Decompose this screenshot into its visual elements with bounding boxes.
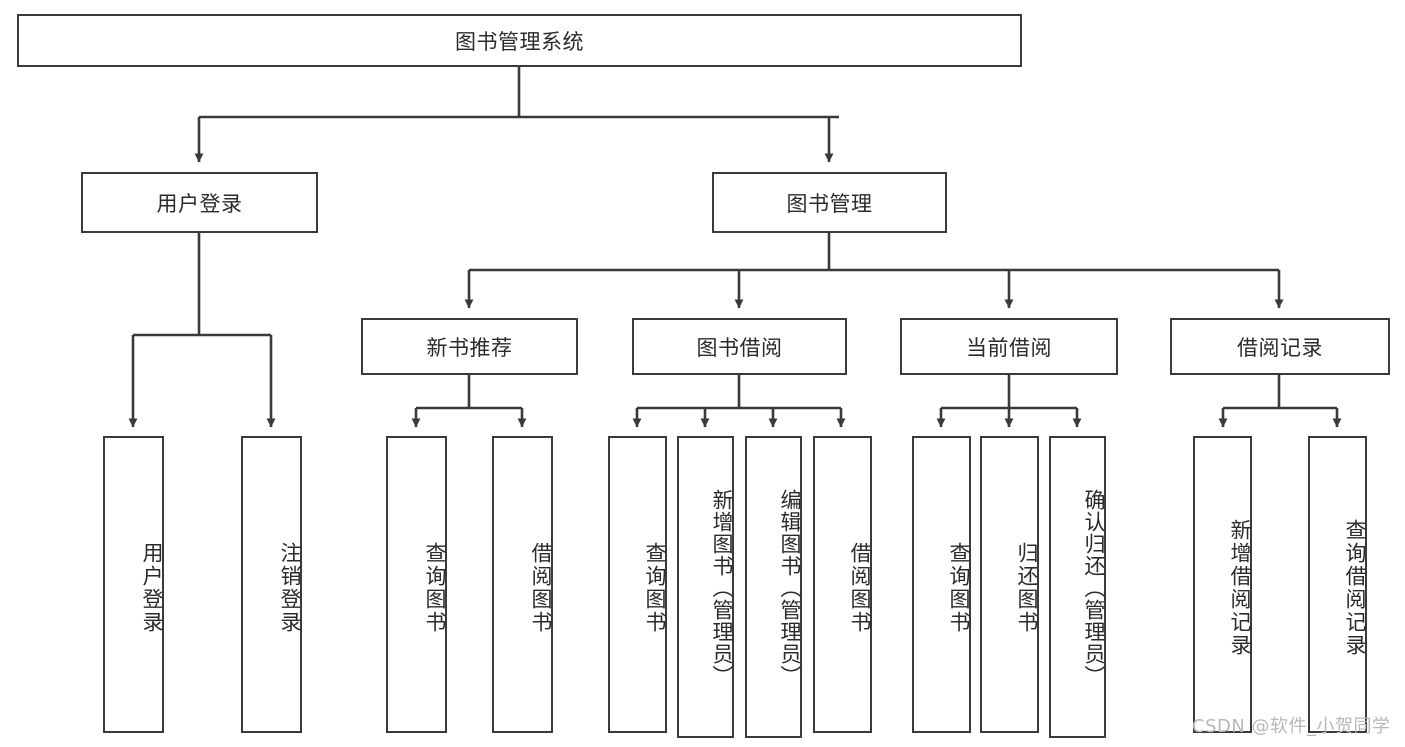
node-user-login[interactable]: 用户登录 <box>81 172 318 233</box>
node-current-borrow[interactable]: 当前借阅 <box>900 318 1118 375</box>
node-new-book-rec-label: 新书推荐 <box>426 335 513 360</box>
node-leaf-query-book-1-label: 查询图书 <box>423 541 447 634</box>
node-leaf-query-book-3-label: 查询图书 <box>947 541 971 634</box>
node-leaf-query-record[interactable]: 查询借阅记录 <box>1308 436 1367 733</box>
node-leaf-add-book-label: 新增图书（管理员） <box>710 489 734 687</box>
node-leaf-add-record[interactable]: 新增借阅记录 <box>1193 436 1252 733</box>
node-leaf-borrow-book-2[interactable]: 借阅图书 <box>813 436 872 733</box>
node-leaf-query-book-2-label: 查询图书 <box>643 541 667 634</box>
node-leaf-confirm-return[interactable]: 确认归还（管理员） <box>1049 436 1106 738</box>
node-leaf-user-login[interactable]: 用户登录 <box>103 436 164 733</box>
node-root-label: 图书管理系统 <box>455 29 584 54</box>
node-leaf-return-book-label: 归还图书 <box>1015 541 1039 634</box>
node-leaf-query-book-2[interactable]: 查询图书 <box>608 436 667 733</box>
node-leaf-edit-book-label: 编辑图书（管理员） <box>778 489 802 687</box>
node-leaf-return-book[interactable]: 归还图书 <box>980 436 1039 733</box>
node-leaf-query-record-label: 查询借阅记录 <box>1343 518 1367 657</box>
node-leaf-add-book[interactable]: 新增图书（管理员） <box>677 436 734 738</box>
node-leaf-add-record-label: 新增借阅记录 <box>1228 518 1252 657</box>
node-current-borrow-label: 当前借阅 <box>966 335 1052 360</box>
node-leaf-user-login-label: 用户登录 <box>140 541 164 634</box>
node-leaf-borrow-book-1-label: 借阅图书 <box>529 541 553 634</box>
node-new-book-rec[interactable]: 新书推荐 <box>361 318 578 375</box>
node-leaf-logout-label: 注销登录 <box>278 541 302 634</box>
node-borrow-record-label: 借阅记录 <box>1237 335 1323 360</box>
node-root[interactable]: 图书管理系统 <box>17 14 1022 67</box>
node-leaf-query-book-1[interactable]: 查询图书 <box>386 436 447 733</box>
node-leaf-confirm-return-label: 确认归还（管理员） <box>1082 489 1106 687</box>
csdn-watermark: CSDN @软件_小贺同学 <box>1192 716 1391 737</box>
node-leaf-borrow-book-2-label: 借阅图书 <box>848 541 872 634</box>
node-book-borrow[interactable]: 图书借阅 <box>632 318 847 375</box>
node-leaf-edit-book[interactable]: 编辑图书（管理员） <box>745 436 802 738</box>
node-book-manage-label: 图书管理 <box>786 191 873 216</box>
node-book-manage[interactable]: 图书管理 <box>712 172 947 233</box>
node-user-login-label: 用户登录 <box>156 191 243 216</box>
node-book-borrow-label: 图书借阅 <box>696 335 783 360</box>
node-leaf-borrow-book-1[interactable]: 借阅图书 <box>492 436 553 733</box>
node-leaf-query-book-3[interactable]: 查询图书 <box>912 436 971 733</box>
node-leaf-logout[interactable]: 注销登录 <box>241 436 302 733</box>
node-borrow-record[interactable]: 借阅记录 <box>1170 318 1390 375</box>
